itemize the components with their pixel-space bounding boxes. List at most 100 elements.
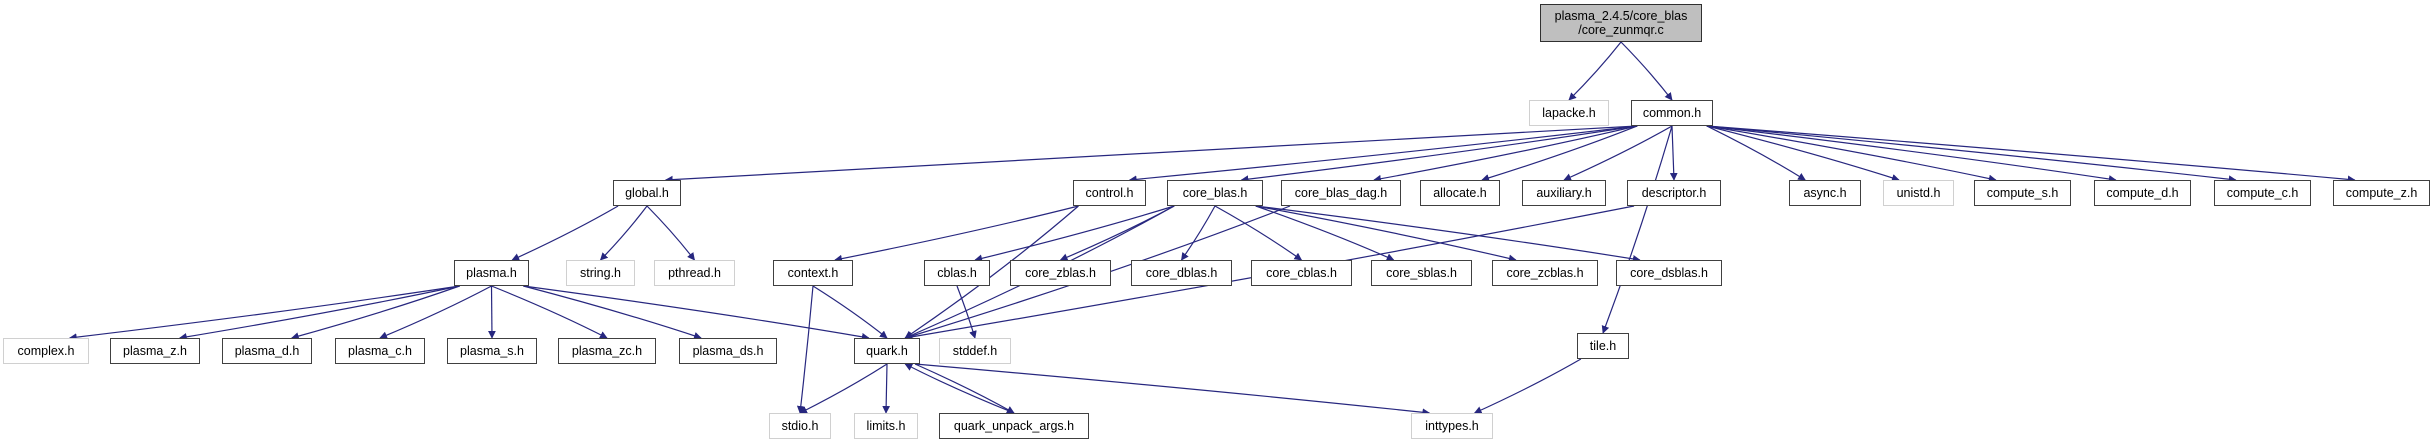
graph-node-inttypes[interactable]: inttypes.h bbox=[1411, 413, 1493, 439]
graph-node-plasma_d[interactable]: plasma_d.h bbox=[222, 338, 312, 364]
graph-node-core_blas_dag[interactable]: core_blas_dag.h bbox=[1281, 180, 1401, 206]
graph-node-label: compute_d.h bbox=[2106, 186, 2179, 200]
graph-edge-global-to-pthread bbox=[646, 205, 695, 261]
graph-edge-core_blas-to-core_dblas bbox=[1181, 205, 1216, 261]
graph-node-core_sblas[interactable]: core_sblas.h bbox=[1371, 260, 1472, 286]
graph-edge-core_blas-to-core_zcblas bbox=[1255, 205, 1517, 263]
graph-node-label: compute_z.h bbox=[2345, 186, 2418, 200]
graph-node-label: control.h bbox=[1085, 186, 1134, 200]
graph-node-label: core_zblas.h bbox=[1025, 266, 1096, 280]
graph-node-core_dblas[interactable]: core_dblas.h bbox=[1131, 260, 1232, 286]
graph-node-label: plasma_c.h bbox=[348, 344, 412, 358]
graph-node-stddef[interactable]: stddef.h bbox=[939, 338, 1011, 364]
graph-node-label: plasma_2.4.5/core_blas /core_zunmqr.c bbox=[1554, 9, 1688, 37]
graph-edge-plasma-to-plasma_ds bbox=[523, 285, 702, 340]
graph-node-label: core_blas_dag.h bbox=[1294, 186, 1388, 200]
graph-node-plasma_z[interactable]: plasma_z.h bbox=[110, 338, 200, 364]
graph-node-compute_z[interactable]: compute_z.h bbox=[2333, 180, 2430, 206]
graph-edge-global-to-plasma bbox=[511, 205, 619, 261]
graph-node-stdio[interactable]: stdio.h bbox=[769, 413, 831, 439]
graph-node-cblas[interactable]: cblas.h bbox=[924, 260, 990, 286]
graph-node-label: allocate.h bbox=[1433, 186, 1487, 200]
graph-node-label: tile.h bbox=[1589, 339, 1617, 353]
graph-node-label: core_dblas.h bbox=[1145, 266, 1218, 280]
graph-node-core_dsblas[interactable]: core_dsblas.h bbox=[1616, 260, 1722, 286]
graph-edge-cblas-to-stddef bbox=[956, 285, 977, 339]
graph-node-label: stddef.h bbox=[952, 344, 998, 358]
graph-node-plasma_ds[interactable]: plasma_ds.h bbox=[679, 338, 777, 364]
graph-edge-common-to-unistd bbox=[1706, 125, 1900, 182]
graph-node-label: unistd.h bbox=[1896, 186, 1941, 200]
graph-edge-common-to-core_blas_dag bbox=[1373, 125, 1638, 183]
graph-edge-core_blas-to-core_sblas bbox=[1255, 205, 1395, 261]
graph-node-plasma_zc[interactable]: plasma_zc.h bbox=[558, 338, 656, 364]
graph-node-compute_c[interactable]: compute_c.h bbox=[2214, 180, 2311, 206]
graph-node-control[interactable]: control.h bbox=[1073, 180, 1146, 206]
graph-node-tile[interactable]: tile.h bbox=[1577, 333, 1629, 359]
graph-node-descriptor[interactable]: descriptor.h bbox=[1627, 180, 1721, 206]
graph-node-label: async.h bbox=[1803, 186, 1847, 200]
graph-edge-common-to-control bbox=[1128, 125, 1638, 184]
graph-edge-common-to-compute_c bbox=[1706, 125, 2237, 184]
graph-node-compute_s[interactable]: compute_s.h bbox=[1974, 180, 2071, 206]
graph-node-allocate[interactable]: allocate.h bbox=[1420, 180, 1500, 206]
graph-node-complex[interactable]: complex.h bbox=[3, 338, 89, 364]
graph-node-context[interactable]: context.h bbox=[773, 260, 853, 286]
graph-edge-plasma-to-plasma_zc bbox=[491, 285, 608, 339]
graph-node-label: cblas.h bbox=[937, 266, 977, 280]
graph-node-label: complex.h bbox=[17, 344, 75, 358]
graph-node-global[interactable]: global.h bbox=[613, 180, 681, 206]
graph-node-label: compute_c.h bbox=[2226, 186, 2299, 200]
graph-node-auxiliary[interactable]: auxiliary.h bbox=[1522, 180, 1606, 206]
graph-edge-common-to-tile bbox=[1601, 125, 1673, 334]
graph-edge-plasma-to-plasma_c bbox=[379, 285, 492, 339]
graph-node-label: common.h bbox=[1642, 106, 1702, 120]
graph-node-label: pthread.h bbox=[668, 266, 721, 280]
graph-edge-common-to-descriptor bbox=[1669, 125, 1678, 181]
graph-node-core_zblas[interactable]: core_zblas.h bbox=[1010, 260, 1111, 286]
graph-edge-common-to-compute_s bbox=[1706, 125, 1997, 183]
graph-node-quark_unpack_args[interactable]: quark_unpack_args.h bbox=[939, 413, 1089, 439]
graph-node-label: quark.h bbox=[866, 344, 908, 358]
graph-edge-core_blas-to-core_zblas bbox=[1059, 205, 1175, 261]
graph-node-label: core_dsblas.h bbox=[1630, 266, 1708, 280]
graph-node-label: inttypes.h bbox=[1425, 419, 1479, 433]
graph-node-compute_d[interactable]: compute_d.h bbox=[2094, 180, 2191, 206]
graph-node-string[interactable]: string.h bbox=[566, 260, 635, 286]
graph-node-limits[interactable]: limits.h bbox=[854, 413, 918, 439]
graph-node-async[interactable]: async.h bbox=[1789, 180, 1861, 206]
graph-edge-common-to-allocate bbox=[1481, 125, 1638, 182]
graph-node-label: stdio.h bbox=[781, 419, 819, 433]
graph-edge-core_blas-to-cblas bbox=[974, 205, 1175, 263]
graph-edge-control-to-quark bbox=[904, 205, 1079, 339]
graph-edge-root-to-common bbox=[1620, 41, 1673, 101]
graph-edge-global-to-string bbox=[599, 205, 648, 261]
graph-node-root[interactable]: plasma_2.4.5/core_blas /core_zunmqr.c bbox=[1540, 4, 1702, 42]
graph-edge-common-to-async bbox=[1706, 125, 1806, 181]
graph-node-lapacke[interactable]: lapacke.h bbox=[1529, 100, 1609, 126]
graph-node-common[interactable]: common.h bbox=[1631, 100, 1713, 126]
graph-node-quark[interactable]: quark.h bbox=[854, 338, 920, 364]
graph-node-plasma_c[interactable]: plasma_c.h bbox=[335, 338, 425, 364]
graph-node-label: plasma_s.h bbox=[460, 344, 524, 358]
graph-node-plasma[interactable]: plasma.h bbox=[454, 260, 529, 286]
graph-edge-quark-to-quark_unpack_args bbox=[914, 363, 1015, 414]
graph-node-label: auxiliary.h bbox=[1536, 186, 1592, 200]
graph-node-label: compute_s.h bbox=[1986, 186, 2059, 200]
graph-edge-context-to-quark bbox=[812, 285, 888, 339]
graph-node-label: context.h bbox=[787, 266, 839, 280]
graph-node-core_zcblas[interactable]: core_zcblas.h bbox=[1492, 260, 1598, 286]
graph-node-label: lapacke.h bbox=[1542, 106, 1596, 120]
graph-node-pthread[interactable]: pthread.h bbox=[654, 260, 735, 286]
graph-edge-common-to-compute_z bbox=[1706, 125, 2356, 184]
graph-node-core_cblas[interactable]: core_cblas.h bbox=[1251, 260, 1352, 286]
graph-edge-core_blas-to-core_dsblas bbox=[1255, 205, 1641, 263]
graph-node-label: plasma_zc.h bbox=[571, 344, 643, 358]
graph-node-label: limits.h bbox=[866, 419, 906, 433]
graph-node-plasma_s[interactable]: plasma_s.h bbox=[447, 338, 537, 364]
graph-node-unistd[interactable]: unistd.h bbox=[1883, 180, 1954, 206]
graph-node-label: string.h bbox=[580, 266, 621, 280]
graph-node-core_blas[interactable]: core_blas.h bbox=[1167, 180, 1263, 206]
